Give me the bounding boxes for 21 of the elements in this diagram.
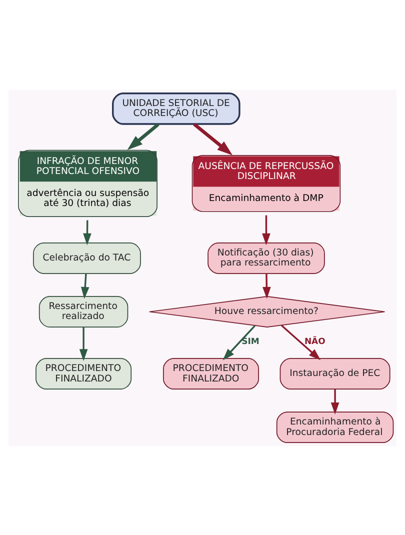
node-box: UNIDADE SETORIAL DE CORREIÇÃO (USC) — [112, 92, 240, 124]
node-box: PROCEDIMENTO FINALIZADO — [162, 358, 259, 389]
edge-label: SIM — [242, 336, 260, 347]
arrow — [280, 324, 321, 360]
arrow — [127, 122, 160, 150]
arrow — [193, 122, 233, 155]
node-box: Ressarcimento realizado — [38, 296, 128, 327]
arrow — [222, 324, 256, 360]
arrow — [262, 214, 270, 245]
arrow — [79, 326, 88, 361]
edge-label: NÃO — [304, 336, 326, 347]
arrow — [80, 273, 90, 298]
node-box: Notificação (30 dias) para ressarcimento — [208, 242, 325, 274]
arrow — [330, 388, 340, 414]
node-box: Celebração do TAC — [33, 242, 141, 274]
node-diamond: Houve ressarcimento? — [148, 296, 386, 327]
arrow — [262, 273, 271, 298]
node-box: Instauração de PEC — [280, 358, 390, 389]
arrow — [83, 220, 92, 245]
node-box: Encaminhamento à Procuradoria Federal — [276, 411, 394, 443]
node-box: PROCEDIMENTO FINALIZADO — [36, 358, 132, 389]
